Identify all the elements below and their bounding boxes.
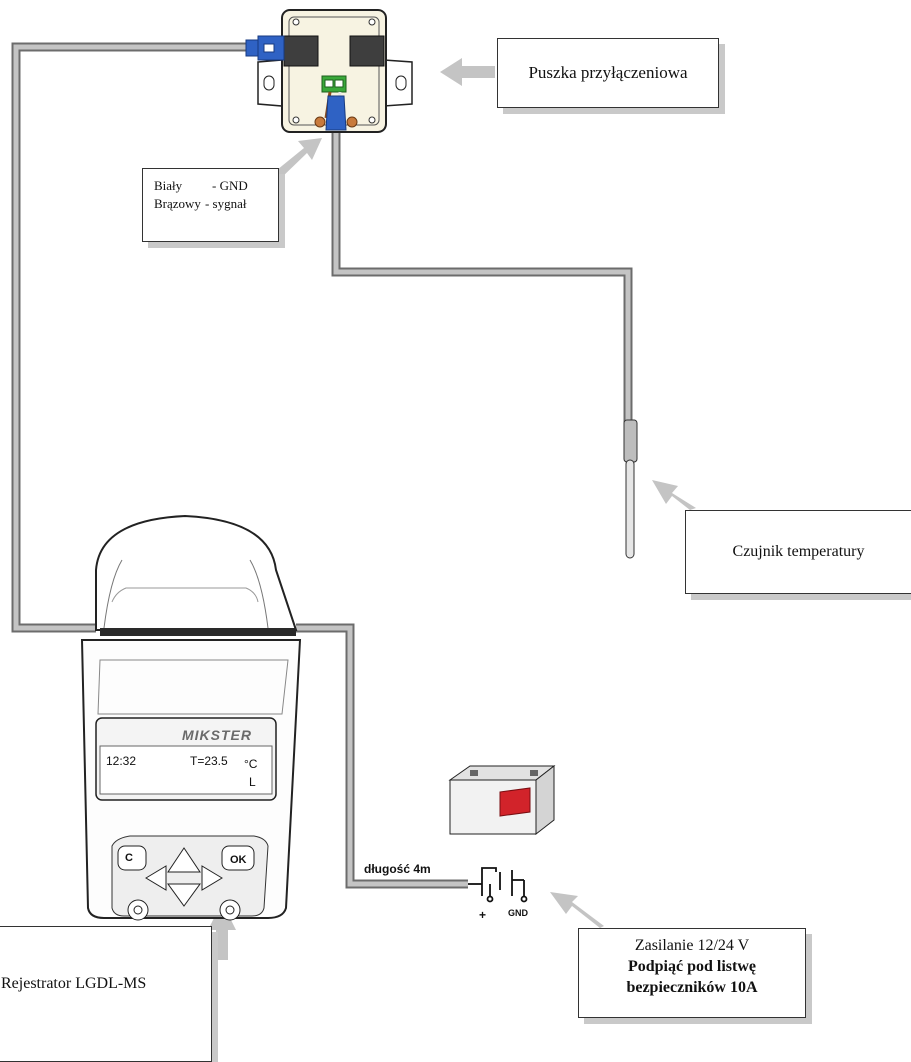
junction-box-callout: Puszka przyłączeniowa: [497, 38, 719, 108]
logger-callout: Rejestrator LGDL-MS: [0, 926, 212, 1062]
screen-unit: °C: [244, 757, 258, 771]
cancel-key: C: [125, 852, 133, 864]
cable-logger-to-junction: [11, 42, 246, 633]
wire-value-white: - GND: [212, 178, 248, 193]
power-callout: Zasilanie 12/24 V Podpiąć pod listwę bez…: [578, 928, 806, 1018]
gnd-terminal-label: GND: [508, 908, 528, 918]
temperature-sensor: [623, 419, 638, 559]
logger-device: [80, 514, 302, 921]
screen-temperature: T=23.5: [190, 754, 228, 768]
screen-mode: L: [249, 775, 256, 789]
cable-junction-to-sensor: [331, 130, 633, 424]
power-line-2: Podpiąć pod listwę: [627, 958, 756, 975]
wire-name-brown: Brązowy: [154, 196, 201, 211]
logger-label: Rejestrator LGDL-MS: [1, 975, 147, 992]
wire-value-brown: - sygnał: [204, 196, 247, 211]
power-line-1: Zasilanie 12/24 V: [634, 937, 750, 954]
cable-logger-to-power: [296, 623, 468, 889]
cable-length-label: długość 4m: [364, 862, 431, 876]
screen-time: 12:32: [106, 754, 137, 768]
blue-connector: [245, 35, 285, 61]
junction-box: [257, 9, 413, 133]
power-terminals-symbol: [468, 867, 528, 903]
brand-logo: MIKSTER: [182, 727, 252, 743]
power-line-3: bezpieczników 10A: [626, 979, 758, 996]
ok-key: OK: [230, 854, 247, 866]
wire-row-white: Biały - GND: [154, 177, 278, 195]
battery-icon: [448, 764, 556, 836]
wire-colors-callout: Biały - GND Brązowy - sygnał: [142, 168, 279, 242]
junction-box-label: Puszka przyłączeniowa: [528, 63, 688, 82]
wire-name-white: Biały: [154, 178, 183, 193]
plus-terminal-label: +: [479, 908, 487, 922]
sensor-label: Czujnik temperatury: [732, 543, 865, 560]
sensor-callout: Czujnik temperatury: [685, 510, 911, 594]
wire-row-brown: Brązowy - sygnał: [154, 195, 278, 213]
